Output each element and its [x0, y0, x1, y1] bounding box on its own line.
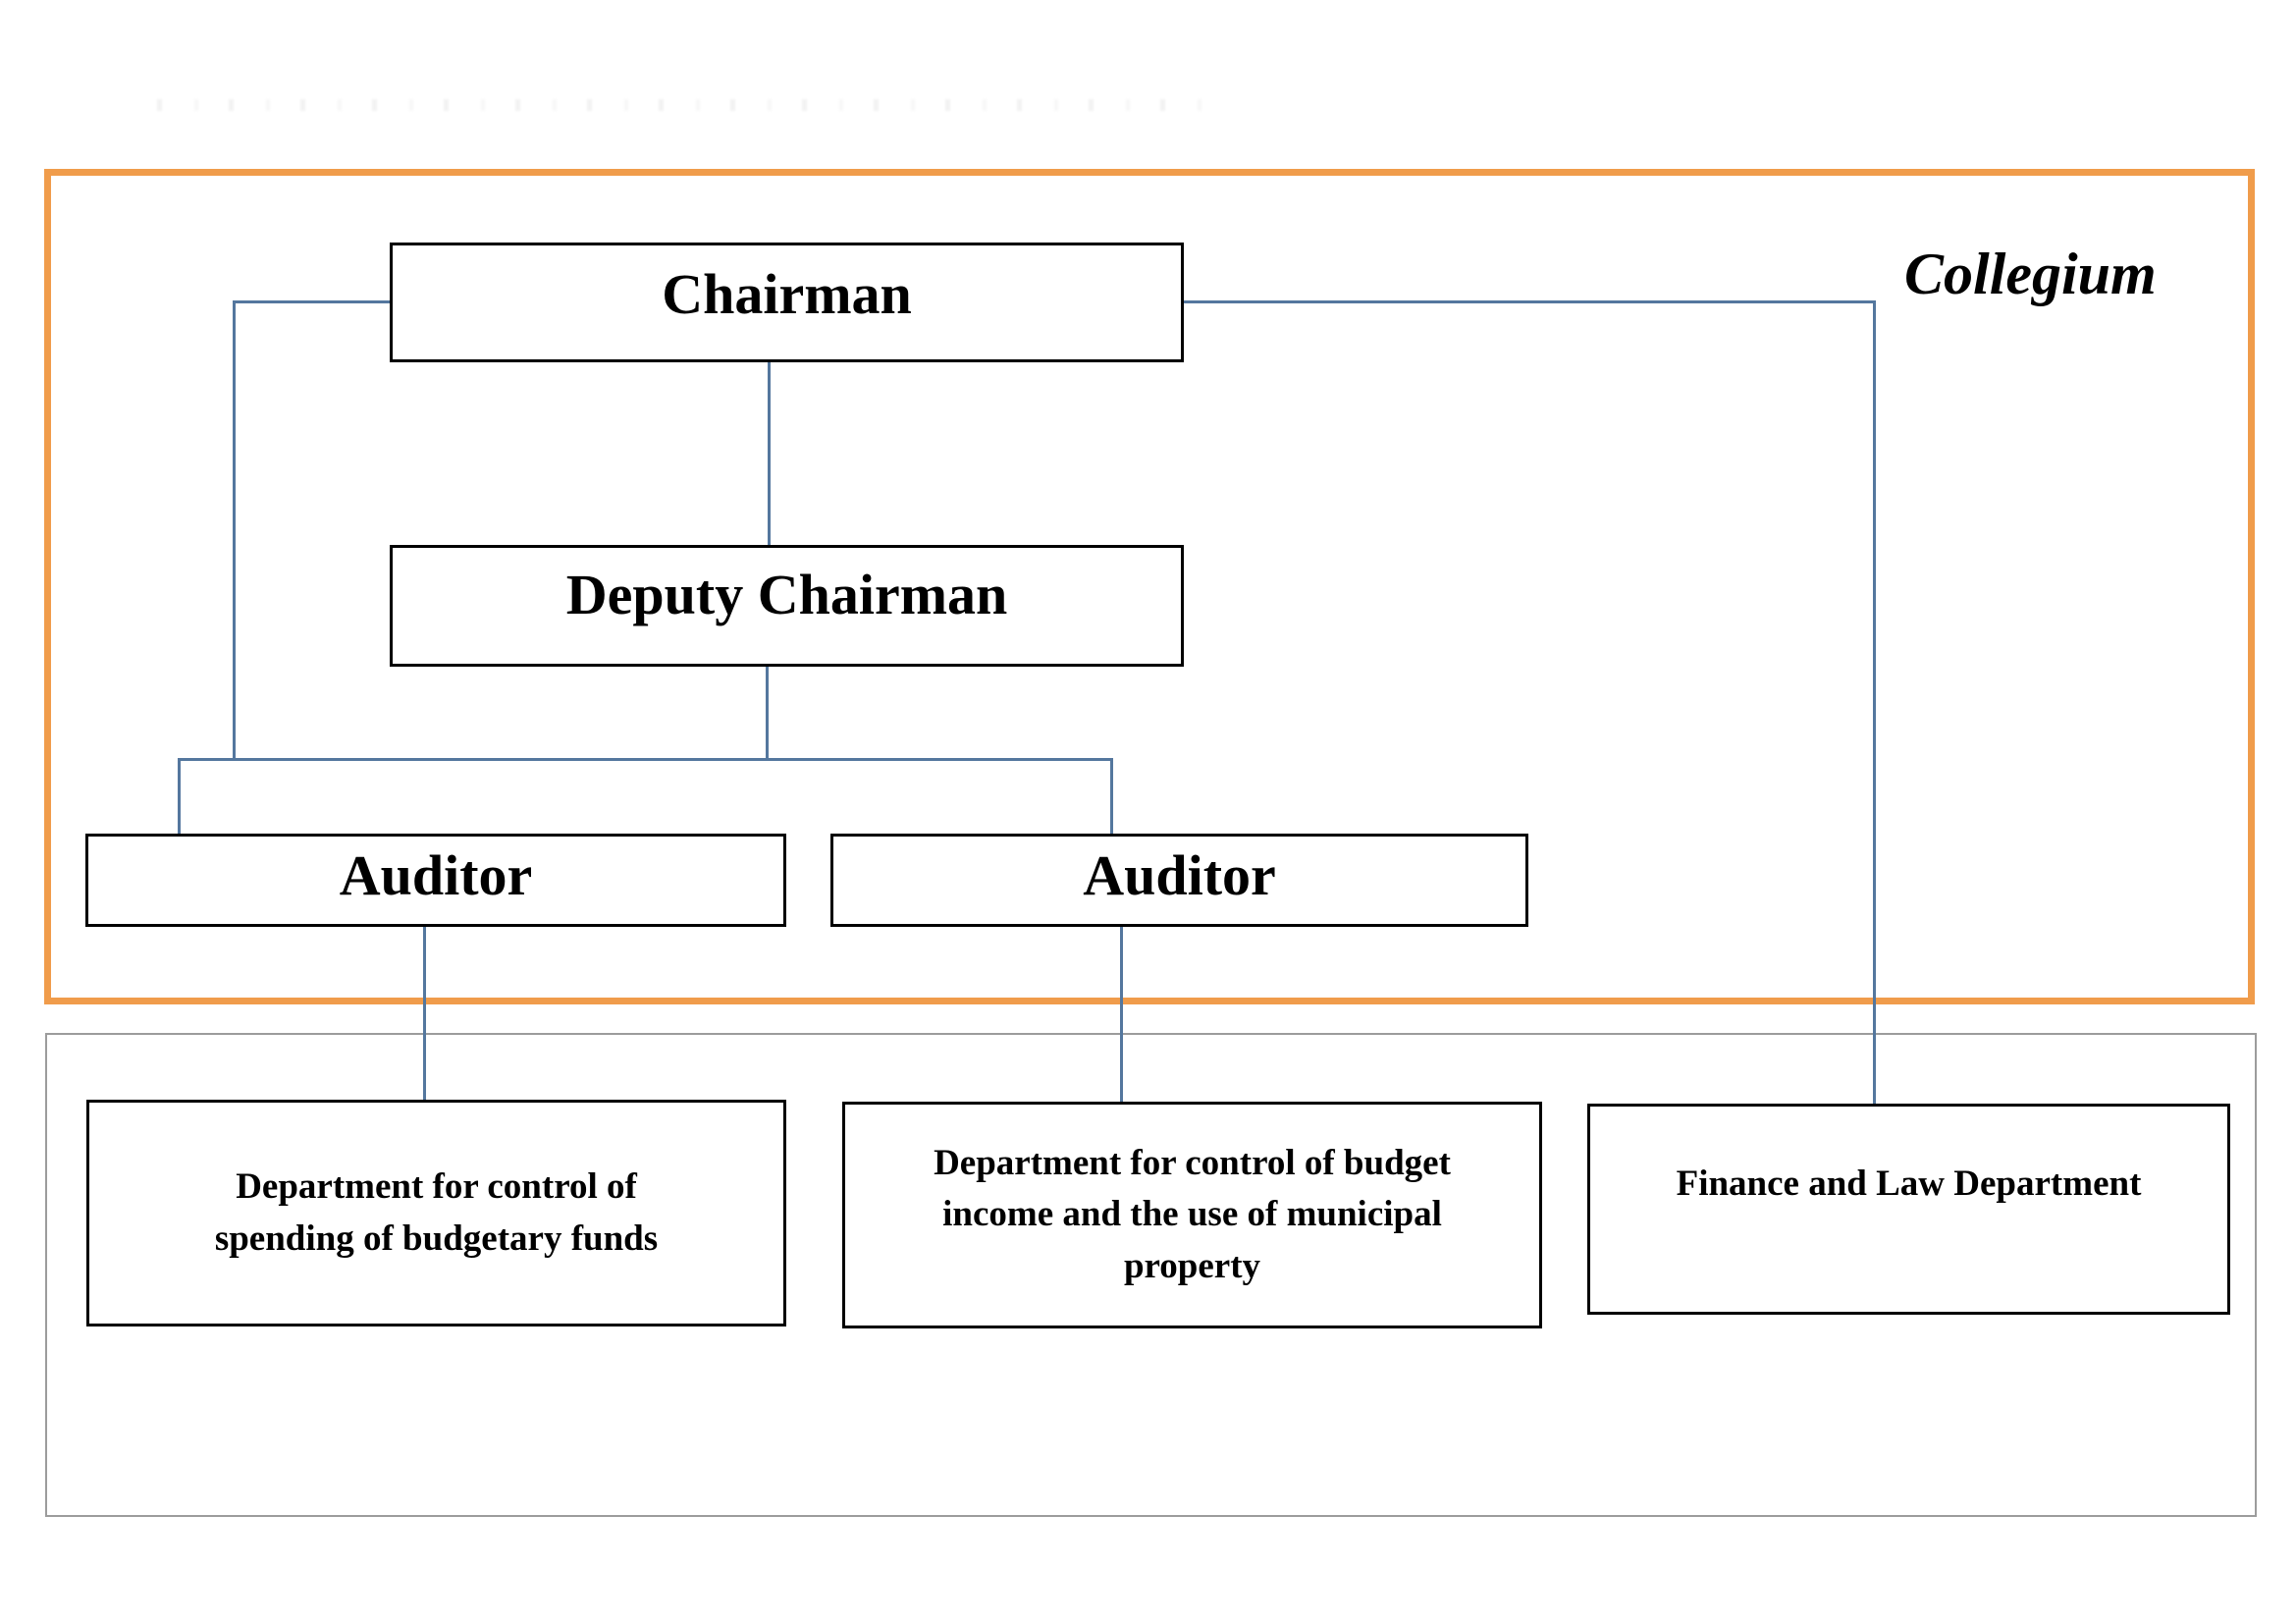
node-chairman-label: Chairman: [662, 262, 912, 327]
node-auditor-right-label: Auditor: [1083, 843, 1276, 908]
connector-auditor-left-to-dept-spending: [423, 927, 426, 1100]
node-finance-law-dept-label: Finance and Law Department: [1676, 1164, 2142, 1205]
collegium-group-frame: [44, 169, 2255, 1004]
node-dept-income: Department for control of budget income …: [842, 1102, 1542, 1328]
node-chairman: Chairman: [390, 243, 1184, 362]
connector-drop-to-auditor-left: [178, 758, 181, 834]
erased-text-artifact: [157, 99, 1227, 111]
connector-deputy-down: [766, 667, 769, 760]
node-deputy-chairman: Deputy Chairman: [390, 545, 1184, 667]
collegium-label: Collegium: [1904, 242, 2157, 306]
connector-chairman-to-finance-vertical: [1873, 300, 1876, 1104]
node-dept-spending: Department for control of spending of bu…: [86, 1100, 786, 1326]
departments-group-frame: [45, 1033, 2257, 1517]
node-auditor-left: Auditor: [85, 834, 786, 927]
connector-chairman-left-horizontal: [233, 300, 393, 303]
node-deputy-chairman-label: Deputy Chairman: [565, 562, 1008, 626]
connector-auditors-horizontal: [178, 758, 1113, 761]
connector-drop-to-auditor-right: [1110, 758, 1113, 834]
connector-chairman-right-horizontal: [1184, 300, 1876, 303]
node-dept-income-label: Department for control of budget income …: [934, 1142, 1451, 1286]
connector-auditor-right-to-dept-income: [1120, 927, 1123, 1102]
node-dept-spending-label: Department for control of spending of bu…: [214, 1165, 659, 1259]
node-finance-law-dept: Finance and Law Department: [1587, 1104, 2230, 1315]
node-auditor-right: Auditor: [830, 834, 1528, 927]
connector-chairman-left-vertical: [233, 300, 236, 760]
node-auditor-left-label: Auditor: [339, 843, 533, 908]
connector-chairman-to-deputy: [768, 362, 771, 545]
